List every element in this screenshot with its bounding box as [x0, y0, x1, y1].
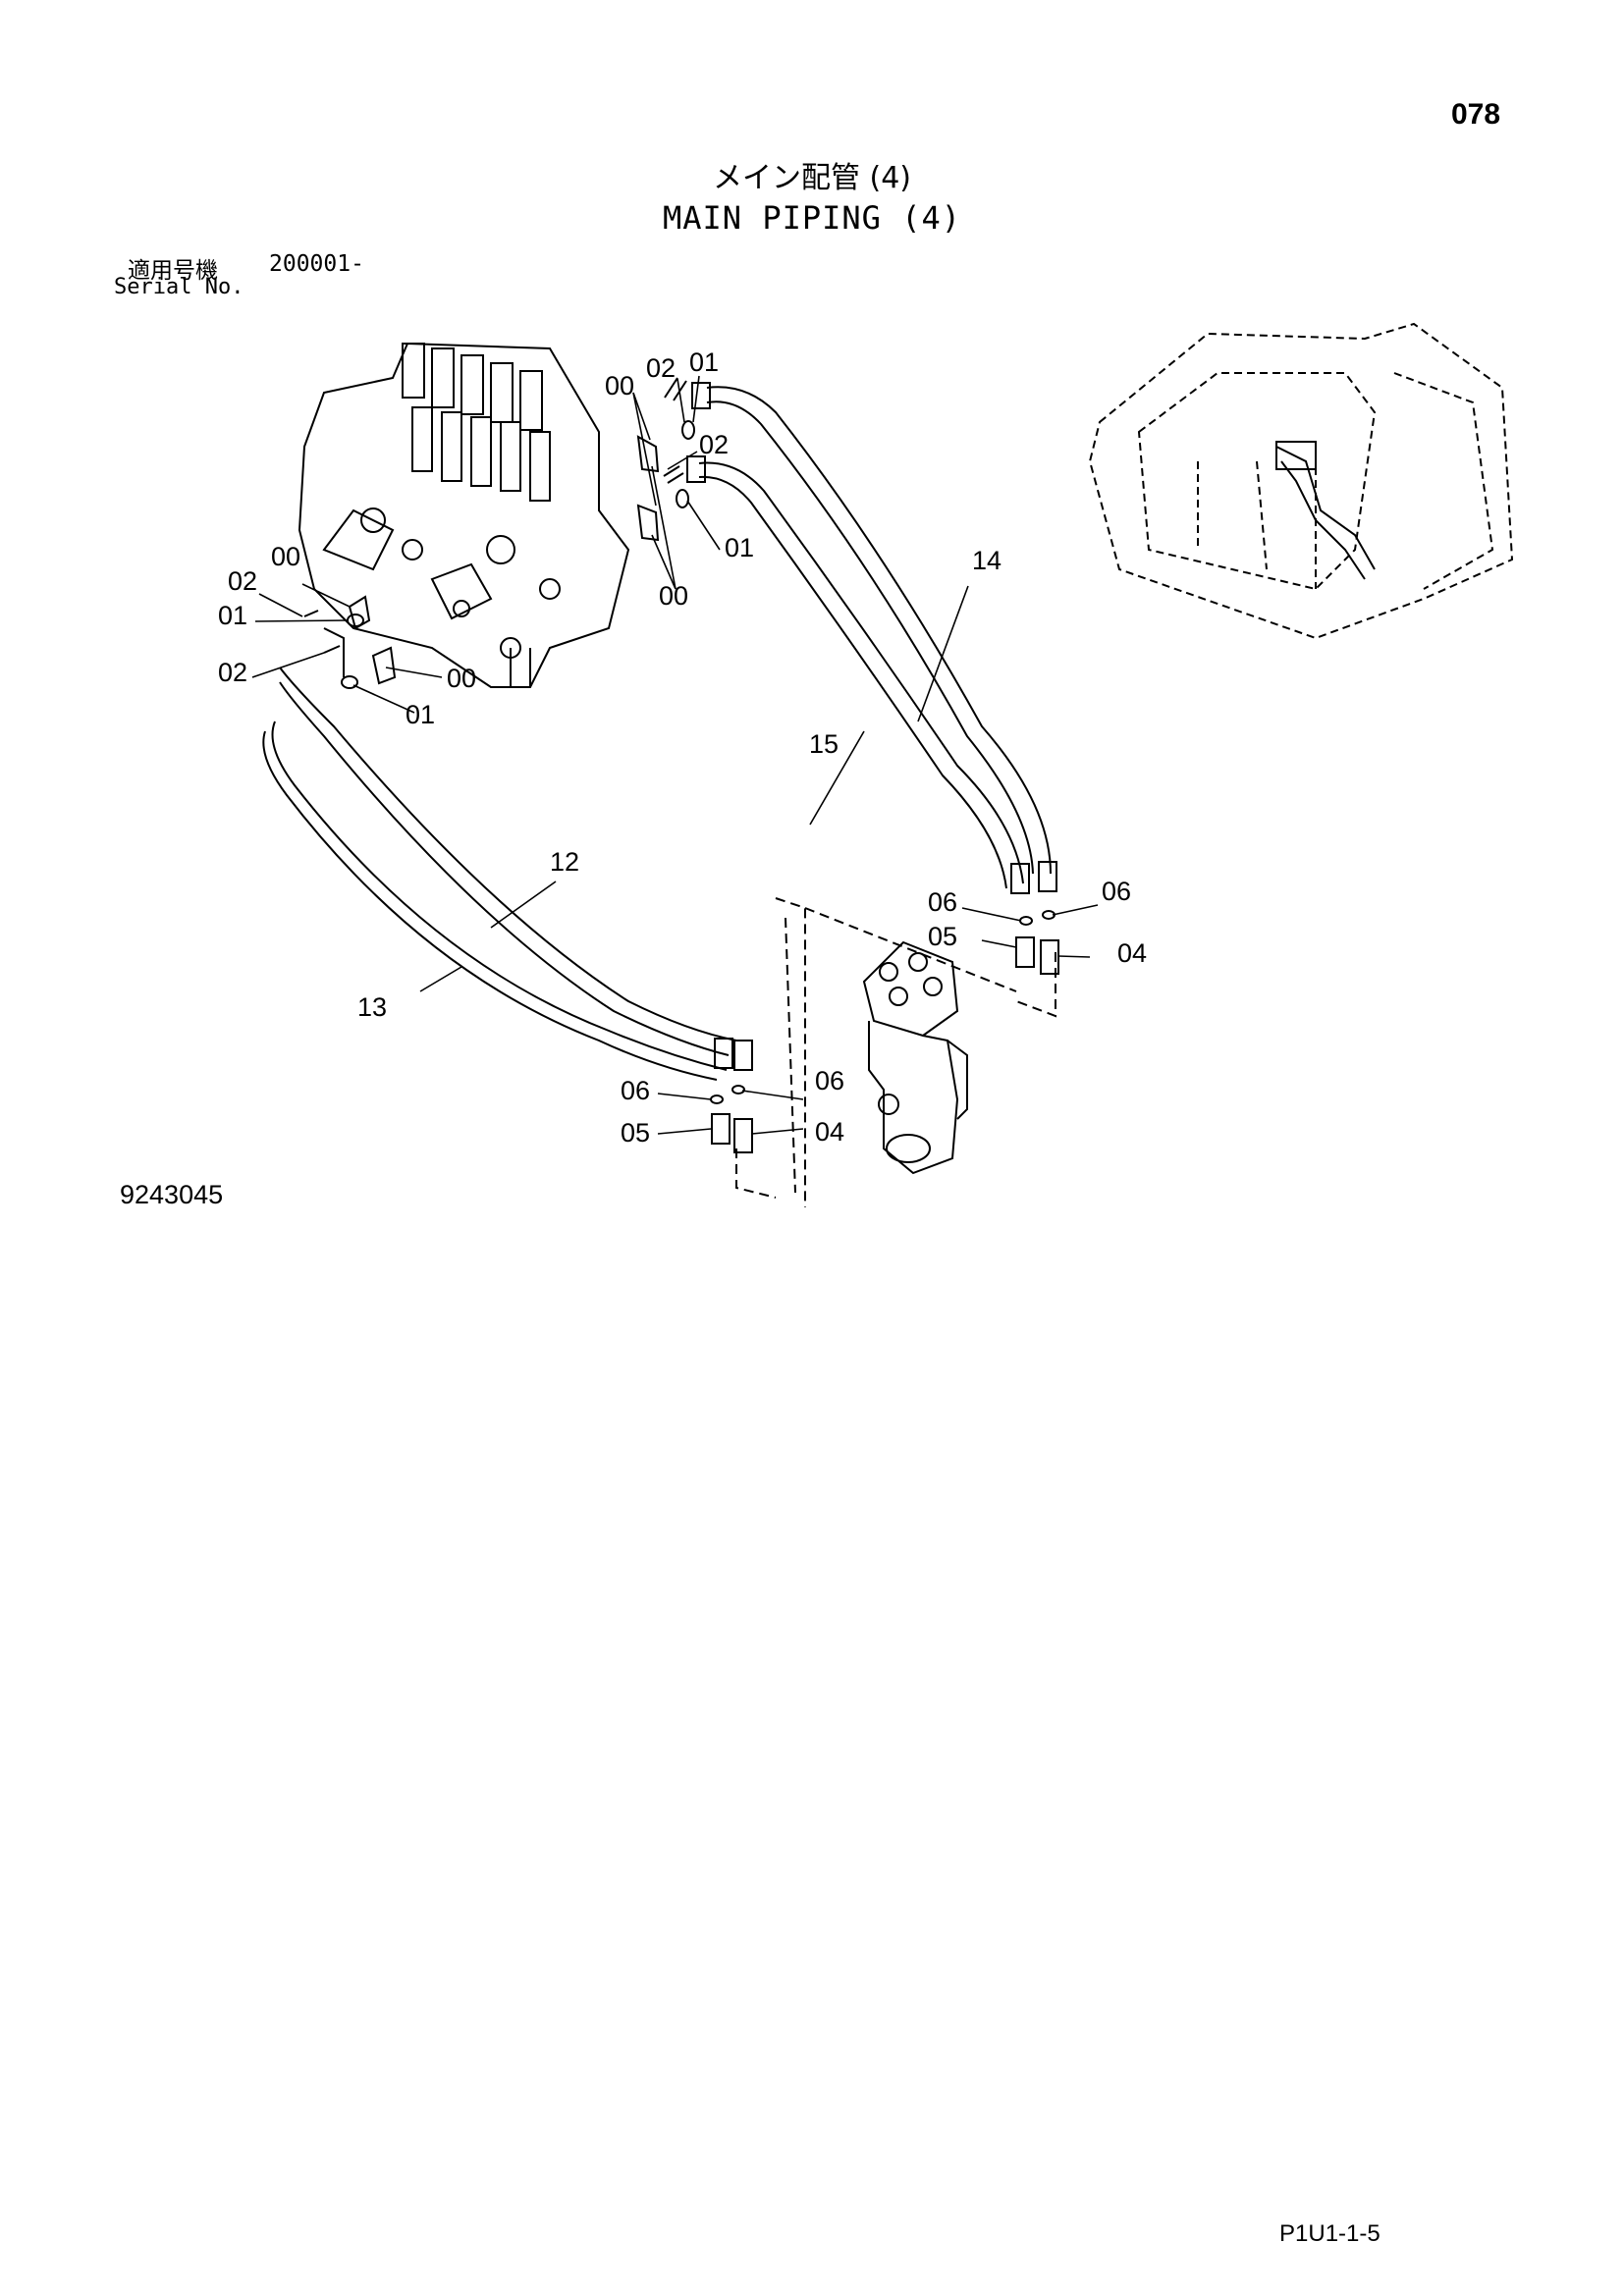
hose-14-edge: [706, 400, 1034, 875]
callout-00-b: 00: [659, 581, 688, 611]
hose-13: [271, 721, 728, 1071]
callout-06-b: 06: [1102, 877, 1131, 906]
hose-15-edge: [698, 475, 1007, 889]
fitting-04-upper: [1040, 939, 1059, 975]
hose-13-end: [733, 1040, 753, 1071]
callout-06-a: 06: [928, 887, 957, 917]
callout-01-b: 01: [725, 533, 754, 562]
hose-12-edge: [279, 681, 730, 1056]
page-number: 078: [1451, 98, 1501, 131]
callout-labels: 00 02 01 02 01 00 02 00 01 02 00 01 14 1…: [218, 347, 1147, 1148]
flange-lower-a: [348, 595, 371, 630]
callout-02-a: 02: [646, 353, 676, 383]
callout-02-c: 02: [228, 566, 257, 596]
o-ring-01-b: [676, 489, 689, 508]
flange-upper-b: [636, 504, 660, 542]
o-ring-06-lower-b: [731, 1085, 745, 1095]
machine-overview-piping: [1275, 441, 1376, 580]
callout-04-a: 04: [1117, 938, 1147, 968]
serial-label-english: Serial No.: [114, 275, 244, 299]
hose-12: [279, 667, 737, 1041]
callout-15: 15: [809, 729, 839, 759]
serial-range: 200001-: [269, 251, 364, 277]
callout-06-c: 06: [621, 1076, 650, 1105]
title-english: MAIN PIPING (4): [663, 199, 961, 237]
fitting-05-lower: [711, 1113, 731, 1145]
callout-00-c: 00: [271, 542, 300, 571]
callout-00-a: 00: [605, 371, 634, 400]
callout-12: 12: [550, 847, 579, 877]
callout-01-c: 01: [218, 601, 247, 630]
callout-01-a: 01: [689, 347, 719, 377]
callout-04-b: 04: [815, 1117, 844, 1147]
hose-15-end: [1010, 863, 1030, 894]
dashed-guide-lower: [735, 1148, 777, 1199]
drawing-number: 9243045: [120, 1180, 224, 1209]
control-valve-drawing: [298, 342, 630, 688]
center-joint-drawing: [862, 940, 968, 1175]
flange-lower-b: [371, 646, 397, 685]
callout-14: 14: [972, 546, 1001, 575]
fitting-05-upper: [1015, 936, 1035, 968]
o-ring-06-upper-a: [1019, 916, 1033, 926]
page-code: P1U1-1-5: [1279, 2220, 1380, 2247]
bolt-02-c: [303, 610, 319, 617]
fitting-04-lower: [733, 1118, 753, 1153]
dashed-guide: [775, 897, 1056, 1207]
callout-13: 13: [357, 992, 387, 1022]
o-ring-06-lower-a: [710, 1095, 724, 1104]
leader-lines: [251, 375, 1099, 1135]
serial-label-japanese: 適用号機: [128, 258, 218, 284]
o-ring-01-a: [681, 420, 695, 440]
hose-14: [706, 386, 1052, 875]
o-ring-01-d: [341, 675, 358, 689]
title-japanese: メイン配管 (4): [712, 161, 912, 195]
callout-05-b: 05: [621, 1118, 650, 1148]
machine-overview-drawing: [1088, 322, 1514, 640]
callout-00-d: 00: [447, 664, 476, 693]
hose-13-edge: [262, 730, 718, 1081]
hose-12-end: [714, 1038, 733, 1069]
bolt-02-b: [663, 465, 684, 484]
hose-14-fitting: [691, 382, 711, 409]
callout-02-d: 02: [218, 658, 247, 687]
flange-upper-a: [636, 435, 660, 473]
hose-15: [698, 461, 1024, 884]
callout-02-b: 02: [699, 430, 729, 459]
hose-15-fitting: [686, 455, 706, 483]
callout-01-d: 01: [406, 700, 435, 729]
callout-06-d: 06: [815, 1066, 844, 1095]
callout-05-a: 05: [928, 922, 957, 951]
bolt-02-d: [323, 645, 341, 654]
hose-14-end: [1038, 861, 1057, 892]
